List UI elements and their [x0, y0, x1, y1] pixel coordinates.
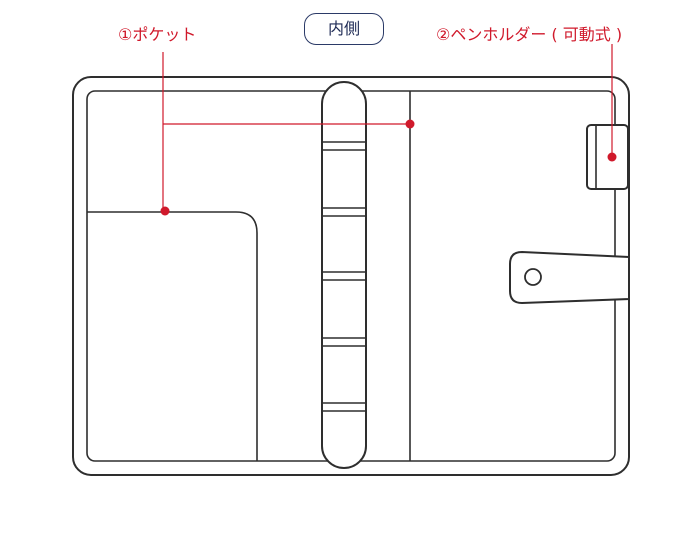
- binder-spine: [321, 81, 367, 469]
- callout-markers: [160, 119, 617, 216]
- callout-pen-holder-label: ②ペンホルダー ( 可動式 ): [436, 25, 623, 44]
- pocket-marker-left: [160, 206, 170, 216]
- pocket-marker-right: [405, 119, 415, 129]
- callout-leaders: [162, 44, 613, 210]
- callout-pocket-label: ①ポケット: [118, 25, 197, 44]
- binder-rings: [323, 141, 365, 412]
- pen-holder-marker: [607, 152, 617, 162]
- closure-tab: [509, 250, 630, 305]
- closure-snap-button: [524, 268, 542, 286]
- left-pocket-outline: [87, 211, 258, 461]
- page-title: 内側: [304, 13, 384, 45]
